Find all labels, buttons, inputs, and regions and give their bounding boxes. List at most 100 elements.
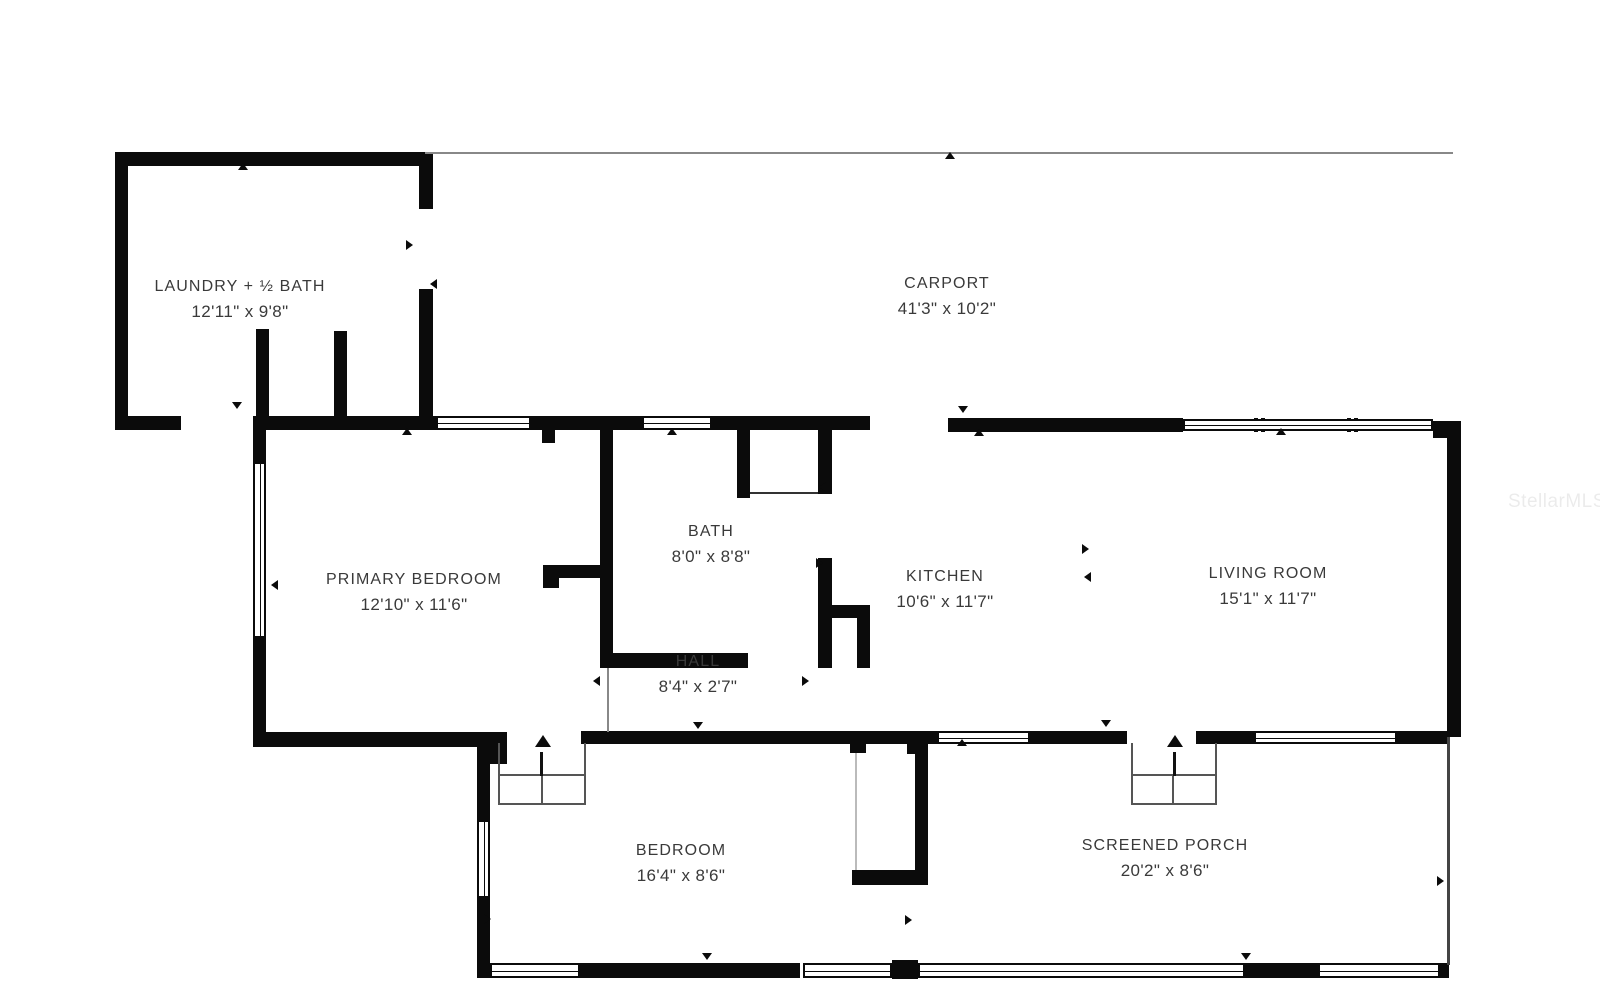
door-marker-icon — [693, 722, 703, 729]
room-label-hall: HALL 8'4" x 2'7" — [659, 653, 738, 697]
wall-segment — [542, 430, 555, 443]
window-mid-line — [803, 970, 892, 972]
door-marker-icon — [1101, 720, 1111, 727]
window — [918, 963, 1245, 978]
window — [477, 820, 490, 898]
door-marker-icon — [238, 163, 248, 170]
thin-line — [1447, 737, 1450, 965]
room-name-laundry: LAUNDRY + ½ BATH — [154, 278, 326, 295]
wall-segment — [580, 963, 800, 978]
window — [490, 963, 580, 978]
wall-segment — [419, 289, 433, 430]
door-marker-icon — [957, 739, 967, 746]
wall-segment — [1245, 963, 1318, 978]
wall-segment — [253, 732, 507, 747]
thin-line — [1131, 803, 1217, 805]
wall-segment — [857, 617, 870, 668]
window — [1318, 963, 1440, 978]
watermark: StellarMLS — [1508, 491, 1600, 512]
window — [1183, 419, 1433, 431]
door-marker-icon — [945, 152, 955, 159]
window — [803, 963, 892, 978]
wall-segment — [600, 416, 613, 668]
window-mid-line — [1318, 970, 1440, 972]
window-mid-line — [259, 462, 261, 638]
wall-segment — [334, 331, 347, 418]
room-label-screened-porch: SCREENED PORCH 20'2" x 8'6" — [1082, 837, 1249, 881]
room-dims-hall: 8'4" x 2'7" — [658, 677, 738, 696]
door-marker-icon — [593, 676, 600, 686]
room-label-bedroom: BEDROOM 16'4" x 8'6" — [636, 842, 726, 886]
thin-line — [425, 152, 1453, 154]
window — [937, 731, 1030, 744]
window-mid-line — [483, 820, 485, 898]
room-dims-bath: 8'0" x 8'8" — [671, 547, 751, 566]
door-marker-icon — [802, 676, 809, 686]
door-marker-icon — [816, 558, 823, 568]
door-marker-icon — [430, 279, 437, 289]
door-marker-icon — [958, 406, 968, 413]
wall-segment — [818, 558, 832, 668]
wall-segment — [600, 653, 748, 668]
wall-segment — [1397, 731, 1449, 744]
wall-segment — [832, 605, 870, 618]
wall-segment — [948, 418, 1183, 432]
window — [642, 416, 712, 430]
room-name-screened-porch: SCREENED PORCH — [1081, 837, 1249, 854]
door-marker-icon — [402, 428, 412, 435]
window — [1254, 731, 1397, 744]
window-mid-line — [436, 423, 531, 424]
wall-segment — [477, 738, 490, 820]
wall-segment — [581, 731, 938, 744]
wall-segment — [850, 743, 866, 753]
room-dims-kitchen: 10'6" x 11'7" — [896, 592, 994, 611]
door-marker-icon — [484, 914, 491, 924]
door-marker-icon — [819, 482, 826, 492]
room-dims-living-room: 15'1" x 11'7" — [1219, 589, 1317, 608]
door-marker-icon — [1082, 544, 1089, 554]
wall-segment — [712, 416, 870, 430]
door-marker-icon — [1167, 735, 1183, 747]
room-label-living-room: LIVING ROOM 15'1" x 11'7" — [1209, 565, 1328, 609]
wall-segment — [1440, 963, 1449, 978]
door-marker-icon — [1437, 876, 1444, 886]
wall-segment — [253, 430, 266, 464]
door-marker-icon — [667, 428, 677, 435]
window-mid-line — [918, 970, 1245, 972]
window — [253, 462, 266, 638]
door-marker-icon — [271, 580, 278, 590]
wall-segment — [256, 329, 269, 418]
door-marker-icon — [535, 735, 551, 747]
door-marker-icon — [920, 871, 927, 881]
room-dims-carport: 41'3" x 10'2" — [897, 299, 997, 318]
wall-segment — [543, 565, 613, 578]
door-marker-icon — [406, 240, 413, 250]
wall-segment — [737, 430, 750, 498]
thin-line — [855, 753, 857, 870]
window-mid-line — [937, 737, 1030, 739]
wall-segment — [531, 416, 613, 430]
room-name-living-room: LIVING ROOM — [1208, 565, 1328, 582]
door-marker-icon — [702, 953, 712, 960]
window-mid-line — [1254, 737, 1397, 739]
thin-line — [540, 752, 543, 776]
thin-line — [607, 668, 609, 732]
thin-line — [750, 492, 818, 494]
room-label-primary-bedroom: PRIMARY BEDROOM 12'10" x 11'6" — [326, 571, 502, 615]
wall-segment — [115, 416, 181, 430]
wall-segment — [915, 743, 928, 885]
door-marker-icon — [232, 402, 242, 409]
room-dims-screened-porch: 20'2" x 8'6" — [1120, 861, 1210, 880]
wall-segment — [852, 870, 916, 885]
wall-segment — [115, 152, 425, 166]
room-name-primary-bedroom: PRIMARY BEDROOM — [326, 571, 502, 588]
wall-segment — [253, 416, 438, 430]
wall-segment — [1196, 731, 1254, 744]
room-label-laundry: LAUNDRY + ½ BATH 12'11" x 9'8" — [155, 278, 326, 322]
window-mid-line — [1183, 425, 1433, 426]
room-dims-laundry: 12'11" x 9'8" — [191, 302, 289, 321]
room-dims-bedroom: 16'4" x 8'6" — [636, 866, 726, 885]
window-mid-line — [642, 423, 712, 424]
wall-segment — [477, 898, 490, 978]
